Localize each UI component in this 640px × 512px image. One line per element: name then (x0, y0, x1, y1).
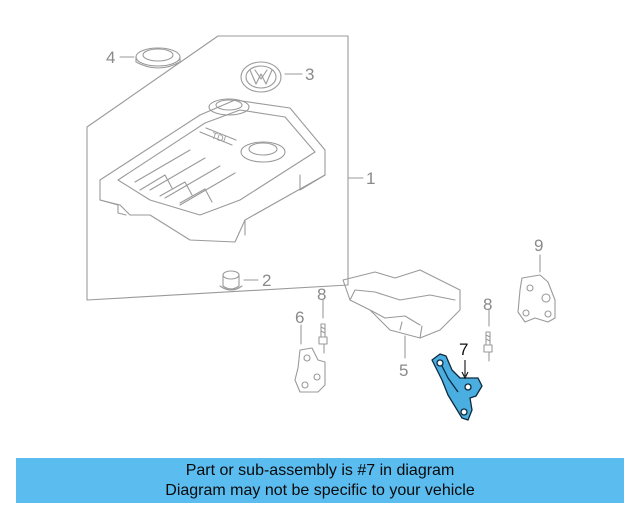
engine-cover-group-outline (86, 35, 349, 301)
bracket-part-6 (294, 347, 326, 393)
callout-4: 4 (106, 48, 116, 67)
seal-ring-part-4 (135, 47, 181, 69)
engine-cover-part-1: TDI (99, 98, 326, 243)
leader-lines (119, 56, 541, 359)
info-banner: Part or sub-assembly is #7 in diagram Di… (16, 458, 624, 503)
callout-2: 2 (262, 271, 272, 290)
bracket-part-9 (517, 274, 556, 323)
emblem-part-3 (240, 61, 282, 93)
banner-line-1: Part or sub-assembly is #7 in diagram (185, 462, 455, 479)
callout-6: 6 (295, 308, 305, 327)
callout-7: 7 (459, 340, 469, 359)
banner-line-2: Diagram may not be specific to your vehi… (165, 482, 475, 499)
callout-8-right: 8 (483, 295, 493, 314)
callout-1: 1 (366, 169, 376, 188)
callout-5: 5 (399, 361, 409, 380)
bushing-part-2 (219, 270, 243, 291)
leader-line-7 (461, 360, 469, 380)
stud-part-8-left (318, 323, 328, 354)
callout-8-left: 8 (317, 285, 327, 304)
callout-3: 3 (305, 65, 315, 84)
callout-9: 9 (534, 236, 544, 255)
bracket-part-7-highlighted (431, 353, 483, 421)
stud-part-8-right (483, 331, 493, 362)
shield-part-5 (342, 269, 461, 339)
svg-text:TDI: TDI (210, 130, 227, 144)
